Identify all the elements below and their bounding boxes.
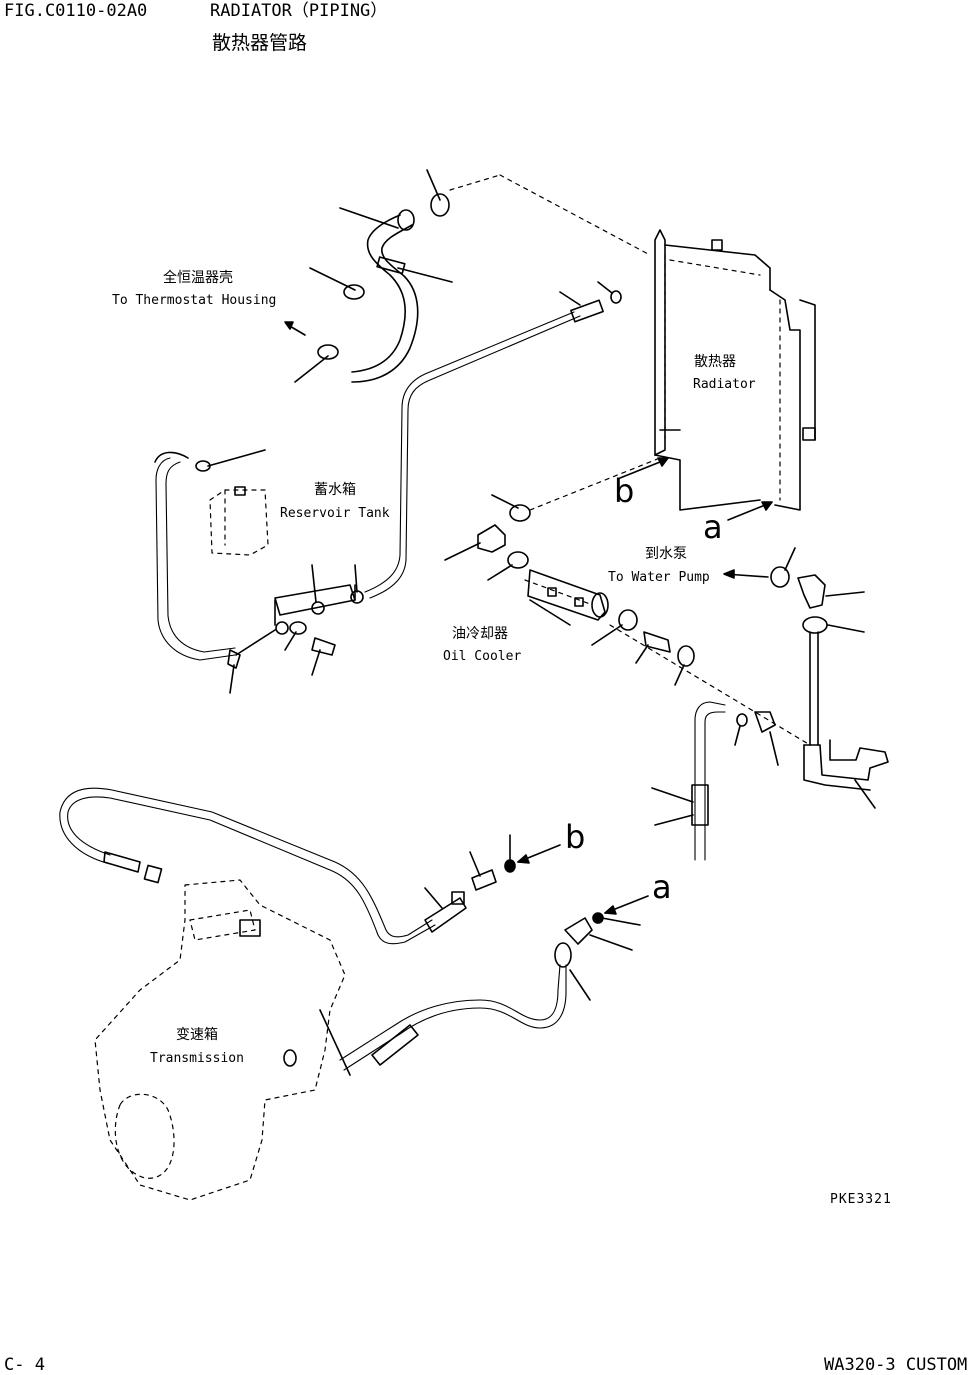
figure-title-cn: 散热器管路	[212, 32, 308, 54]
figure-title: RADIATOR（PIPING）	[210, 1, 388, 21]
transmission	[94, 879, 351, 1201]
label-oil-cooler-en: Oil Cooler	[443, 649, 522, 664]
marker-b-lower: b	[565, 818, 586, 856]
label-thermostat-en: To Thermostat Housing	[112, 293, 277, 308]
label-radiator-en: Radiator	[693, 377, 756, 392]
overflow-line	[369, 315, 581, 599]
oil-cooler	[524, 569, 609, 626]
marker-b-upper: b	[614, 472, 635, 510]
label-radiator-cn: 散热器	[694, 354, 736, 370]
drawing-code: PKE3321	[830, 1192, 892, 1207]
label-transmission-cn: 变速箱	[176, 1027, 218, 1043]
marker-a-lower: a	[652, 868, 672, 906]
marker-a-upper: a	[703, 508, 723, 546]
label-transmission-en: Transmission	[150, 1051, 244, 1066]
model-name: WA320-3 CUSTOM	[824, 1355, 968, 1375]
page-number: C- 4	[4, 1355, 45, 1375]
label-water-pump-en: To Water Pump	[608, 570, 710, 585]
figure-code: FIG.C0110-02A0	[4, 1, 148, 21]
radiator	[654, 229, 816, 511]
label-reservoir-cn: 蓄水箱	[314, 482, 356, 498]
label-water-pump-cn: 到水泵	[645, 546, 687, 562]
label-oil-cooler-cn: 油冷却器	[452, 626, 508, 642]
oil-line-b	[67, 796, 436, 945]
oil-line-a	[339, 964, 561, 1061]
reservoir-hose	[155, 457, 236, 661]
label-thermostat-cn: 全恒温器壳	[163, 270, 233, 286]
label-reservoir-en: Reservoir Tank	[280, 506, 390, 521]
